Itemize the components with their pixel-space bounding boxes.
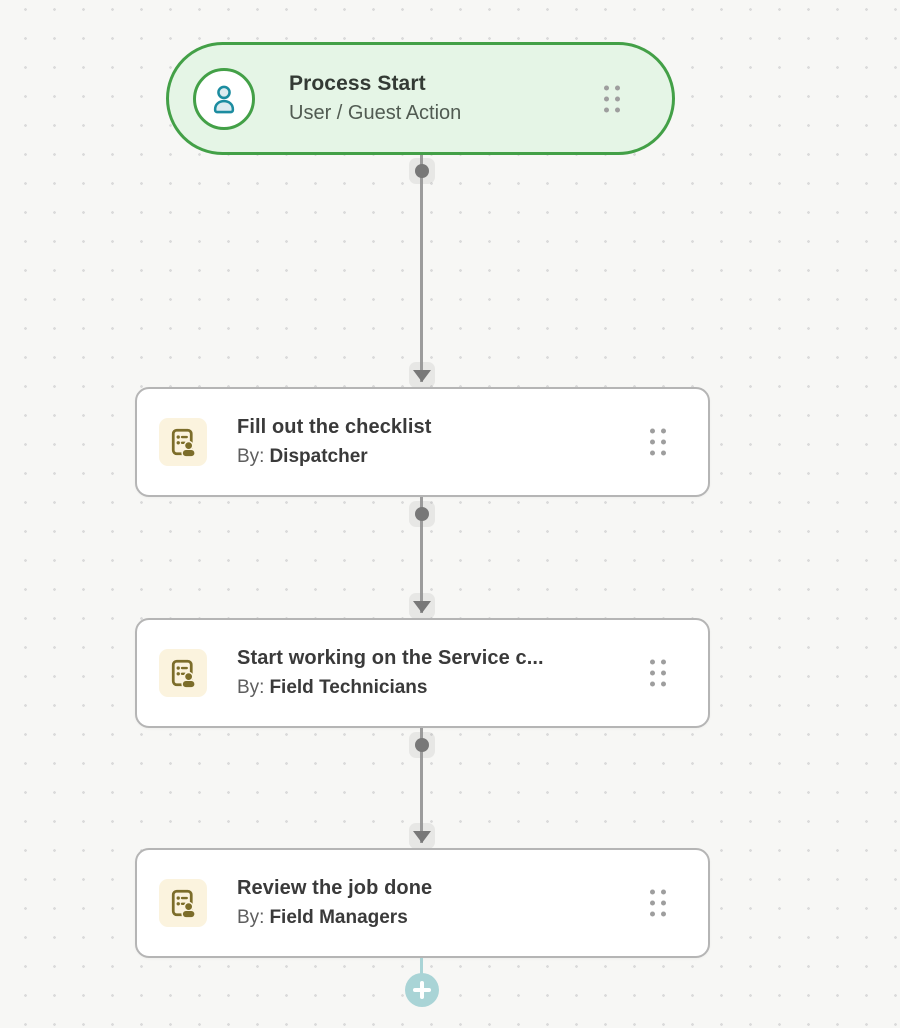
node-review-the-job-done[interactable]: Review the job done By:Field Managers [135, 848, 710, 958]
task-icon-box [159, 418, 207, 466]
drag-handle-icon[interactable] [650, 659, 666, 687]
drag-handle-icon[interactable] [650, 428, 666, 456]
connector-line [420, 155, 423, 382]
node-byline: By:Field Managers [237, 907, 432, 929]
avatar [193, 67, 255, 130]
add-step-stub-line [420, 958, 423, 975]
task-icon-box [159, 879, 207, 927]
node-fill-out-the-checklist[interactable]: Fill out the checklist By:Dispatcher [135, 387, 710, 497]
node-subtitle: User / Guest Action [289, 102, 462, 124]
by-label: By: [237, 677, 265, 698]
assignee: Field Technicians [269, 677, 428, 698]
add-step-button[interactable] [405, 973, 439, 1007]
user-icon [213, 85, 235, 113]
drag-handle-icon[interactable] [604, 85, 620, 112]
checklist-person-icon [171, 889, 196, 918]
node-process-start[interactable]: Process Start User / Guest Action [166, 42, 675, 155]
drag-handle-icon[interactable] [650, 889, 666, 917]
plus-icon [413, 981, 431, 999]
checklist-person-icon [171, 659, 196, 688]
node-start-working-on-service-call[interactable]: Start working on the Service c... By:Fie… [135, 618, 710, 728]
assignee: Field Managers [269, 907, 408, 928]
connector-line [420, 497, 423, 613]
connector-dot [415, 738, 429, 752]
checklist-person-icon [171, 428, 196, 457]
by-label: By: [237, 446, 265, 467]
node-byline: By:Field Technicians [237, 677, 544, 699]
node-title: Start working on the Service c... [237, 647, 544, 669]
node-title: Process Start [289, 72, 426, 95]
task-icon-box [159, 649, 207, 697]
arrow-down-icon [413, 831, 431, 843]
by-label: By: [237, 907, 265, 928]
node-title: Fill out the checklist [237, 416, 432, 438]
arrow-down-icon [413, 370, 431, 382]
assignee: Dispatcher [269, 446, 368, 467]
arrow-down-icon [413, 601, 431, 613]
node-title: Review the job done [237, 877, 433, 899]
node-byline: By:Dispatcher [237, 446, 431, 468]
connector-dot [415, 507, 429, 521]
connector-dot [415, 164, 429, 178]
connector-line [420, 728, 423, 843]
